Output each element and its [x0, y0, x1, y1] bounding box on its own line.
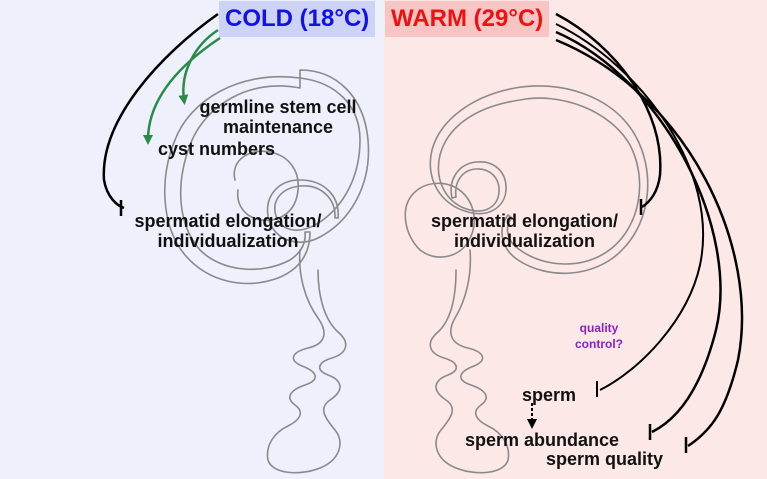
warm-inhibit-quality-line: [555, 38, 744, 448]
warm-testis-inner-coil: [404, 182, 475, 258]
cold-header: COLD (18°C): [219, 1, 376, 37]
quality-control-line1: quality: [579, 321, 619, 335]
quality-control-line2: control?: [575, 337, 623, 351]
sperm-label: sperm: [522, 385, 577, 405]
warm-elongation-line1: spermatid elongation/: [430, 211, 619, 231]
warm-duct: [429, 249, 510, 474]
cold-testis-outline: [163, 69, 370, 285]
cyst-numbers-label: cyst numbers: [158, 139, 276, 159]
warm-header: WARM (29°C): [385, 1, 550, 37]
cold-elongation-line2: individualization: [157, 231, 299, 251]
quality-control-label: quality control?: [564, 320, 634, 352]
cold-elongation-label: spermatid elongation/ individualization: [128, 211, 328, 251]
gsc-label-line2: maintenance: [222, 117, 334, 137]
cold-promote-gsc-arrow: [178, 28, 219, 105]
warm-inhibit-elongation-line: [555, 12, 662, 209]
sperm-quality-label: sperm quality: [546, 449, 664, 469]
cold-elongation-line1: spermatid elongation/: [134, 211, 322, 231]
warm-elongation-line2: individualization: [453, 231, 595, 251]
cold-duct: [266, 249, 347, 474]
gsc-maintenance-label: germline stem cell maintenance: [192, 97, 364, 137]
warm-testis-outline: [429, 85, 649, 275]
cold-inhibit-elongation-line: [102, 12, 219, 210]
cold-promote-cyst-arrow: [143, 36, 221, 145]
warm-inhibit-sperm-line: [555, 23, 705, 391]
warm-elongation-label: spermatid elongation/ individualization: [412, 211, 637, 251]
cold-testis-inner-coil: [233, 150, 299, 221]
sperm-abundance-label: sperm abundance: [465, 430, 620, 450]
gsc-label-line1: germline stem cell: [199, 97, 357, 117]
